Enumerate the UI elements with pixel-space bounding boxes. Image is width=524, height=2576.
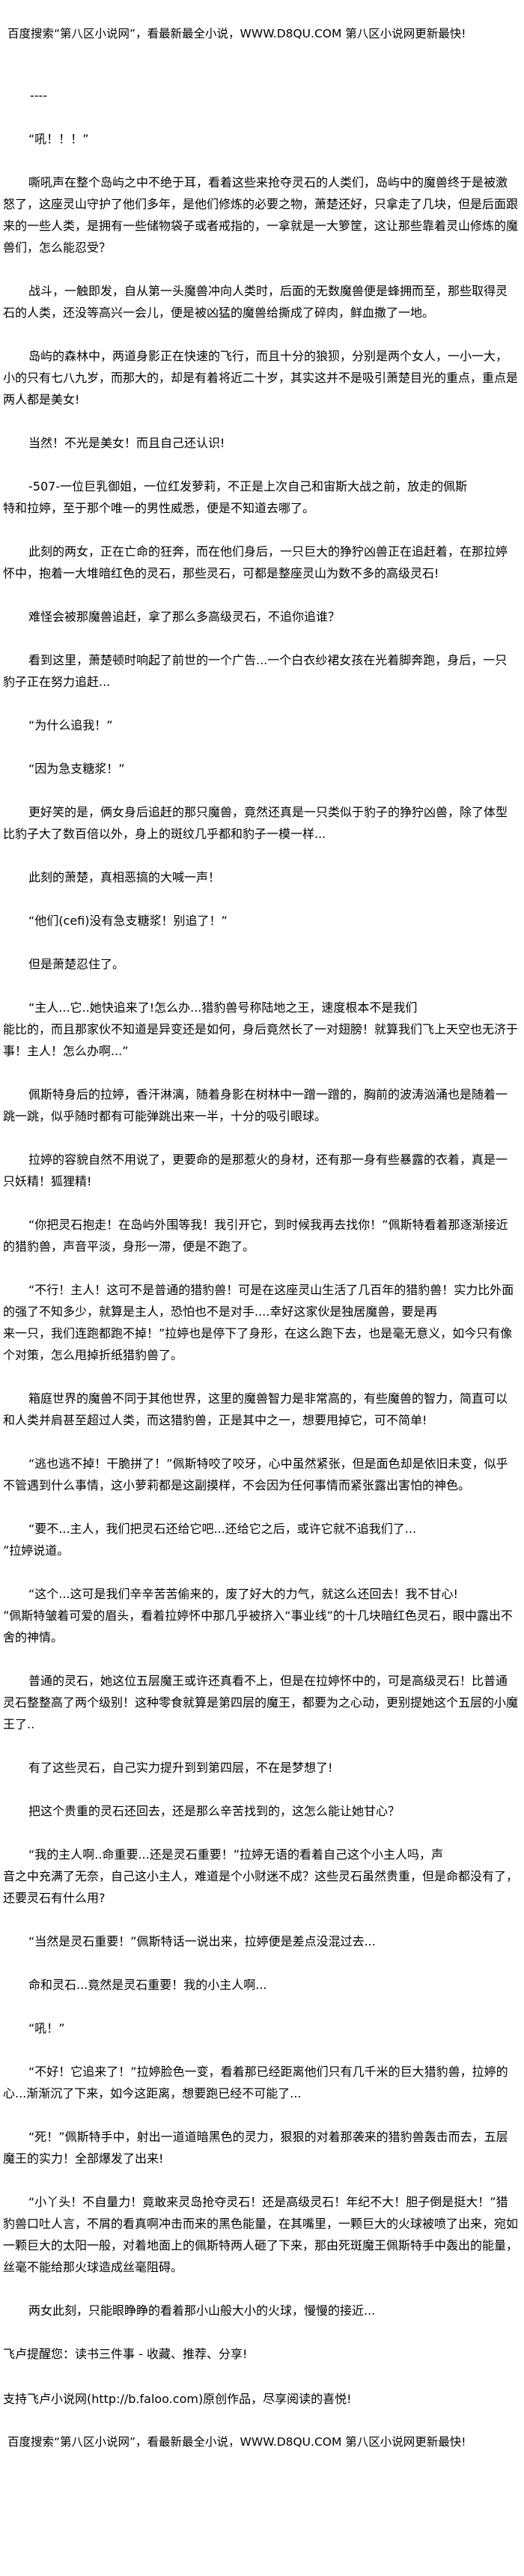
paragraph: “因为急支糖浆！”	[28, 762, 125, 776]
paragraph: 拉婷的容貌自然不用说了，更要命的是那惹火的身材，还有那一身有些暴露的衣着，真是一…	[3, 1152, 508, 1188]
paragraph: “不好！它追来了！”拉婷脸色一变，看着那已经距离他们只有几千米的巨大猎豹兽，拉婷…	[3, 2065, 508, 2100]
divider-text: ----	[30, 88, 48, 103]
paragraph: 此刻的两女，正在亡命的狂奔，而在他们身后，一只巨大的狰狞凶兽正在追赶着，在那拉婷…	[3, 544, 508, 580]
paragraph: “他们(cefi)没有急支糖浆！别追了！”	[28, 914, 228, 928]
reading-tip: 飞卢提醒您：读书三件事 - 收藏、推荐、分享!	[3, 2347, 248, 2361]
paragraph: 当然！不光是美女！而且自己还认识!	[28, 436, 225, 450]
paragraph: “要不...主人，我们把灵石还给它吧...还给它之后，或许它就不追我们了... …	[3, 1522, 417, 1558]
paragraph: “小丫头！不自量力！竟敢来灵岛抢夺灵石！还是高级灵石！年纪不大！胆子倒是挺大！”…	[3, 2195, 519, 2274]
paragraph: “主人...它..她快追来了!怎么办...猎豹兽号称陆地之王，速度根本不是我们 …	[3, 1000, 519, 1058]
support-notice: 支持飞卢小说网(http://b.faloo.com)原创作品，尽享阅读的喜悦!	[3, 2392, 352, 2406]
paragraph: 看到这里，萧楚顿时响起了前世的一个广告...一个白衣纱裙女孩在光着脚奔跑，身后，…	[3, 653, 508, 689]
paragraph: 但是萧楚忍住了。	[28, 957, 125, 971]
site-banner-top: 百度搜索“第八区小说网”，看最新最全小说，WWW.D8QU.COM 第八区小说网…	[7, 27, 466, 40]
paragraph: “当然是灵石重要！”佩斯特话一说出来，拉婷便是差点没混过去...	[28, 1934, 376, 1948]
paragraph: 难怪会被那魔兽追赶，拿了那么多高级灵石，不追你追谁？	[28, 610, 341, 624]
paragraph: 命和灵石...竟然是灵石重要！我的小主人啊...	[28, 1978, 267, 1992]
paragraph: 嘶吼声在整个岛屿之中不绝于耳，看着这些来抢夺灵石的人类们，岛屿中的魔兽终于是被激…	[3, 175, 519, 255]
paragraph: “死！”佩斯特手中，射出一道道暗黑色的灵力，狠狠的对着那袭来的猎豹兽轰击而去，五…	[3, 2130, 508, 2166]
paragraph: “我的主人啊..命重要...还是灵石重要！”拉婷无语的看着自己这个小主人吗，声 …	[3, 1847, 519, 1905]
paragraph: “吼！”	[28, 2021, 65, 2035]
paragraph: “吼！！！”	[28, 132, 89, 146]
paragraph: 把这个贵重的灵石还回去，还是那么辛苦找到的，这怎么能让她甘心？	[28, 1804, 400, 1818]
paragraph: “为什么追我！”	[28, 718, 113, 732]
site-banner-bottom: 百度搜索“第八区小说网”，看最新最全小说，WWW.D8QU.COM 第八区小说网…	[7, 2435, 466, 2449]
paragraph: 箱庭世界的魔兽不同于其他世界，这里的魔兽智力是非常高的，有些魔兽的智力，简直可以…	[3, 1391, 508, 1427]
paragraph: “逃也逃不掉！干脆拼了！”佩斯特咬了咬牙，心中虽然紧张，但是面色却是依旧未变，似…	[3, 1456, 508, 1492]
paragraph: 有了这些灵石，自己实力提升到到第四层，不在是梦想了!	[28, 1761, 333, 1775]
paragraph: 普通的灵石，她这位五层魔王或许还真看不上，但是在拉婷怀中的，可是高级灵石！比普通…	[3, 1674, 519, 1731]
paragraph: 佩斯特身后的拉婷，香汗淋漓，随着身影在树林中一蹭一蹭的，胸前的波涛汹涌也是随着一…	[3, 1087, 508, 1123]
chapter-page: 百度搜索“第八区小说网”，看最新最全小说，WWW.D8QU.COM 第八区小说网…	[3, 27, 518, 2449]
paragraph: 更好笑的是，俩女身后追赶的那只魔兽，竟然还真是一只类似于豹子的狰狞凶兽，除了体型…	[3, 805, 508, 841]
paragraph: -507-一位巨乳御姐，一位红发萝莉，不正是上次自己和宙斯大战之前，放走的佩斯 …	[3, 479, 468, 515]
paragraph: 岛屿的森林中，两道身影正在快速的飞行，而且十分的狼狈，分别是两个女人，一小一大，…	[3, 349, 519, 407]
paragraph: 两女此刻，只能眼睁睁的看着那小山般大小的火球，慢慢的接近...	[28, 2303, 376, 2318]
paragraph: 战斗，一触即发，自从第一头魔兽冲向人类时，后面的无数魔兽便是蜂拥而至，那些取得灵…	[3, 284, 508, 320]
chapter-body: “吼！！！” 嘶吼声在整个岛屿之中不绝于耳，看着这些来抢夺灵石的人类们，岛屿中的魔…	[3, 128, 518, 2321]
paragraph: 此刻的萧楚，真相恶搞的大喊一声！	[28, 870, 221, 884]
paragraph: “不行！主人！这可不是普通的猎豹兽！可是在这座灵山生活了几百年的猎豹兽！实力比外…	[3, 1283, 514, 1362]
paragraph: “这个...这可是我们辛辛苦苦偷来的，废了好大的力气，就这么还回去！我不甘心! …	[3, 1587, 513, 1644]
paragraph: “你把灵石抱走！在岛屿外围等我！我引开它，到时候我再去找你！”佩斯特看着那逐渐接…	[3, 1218, 508, 1254]
